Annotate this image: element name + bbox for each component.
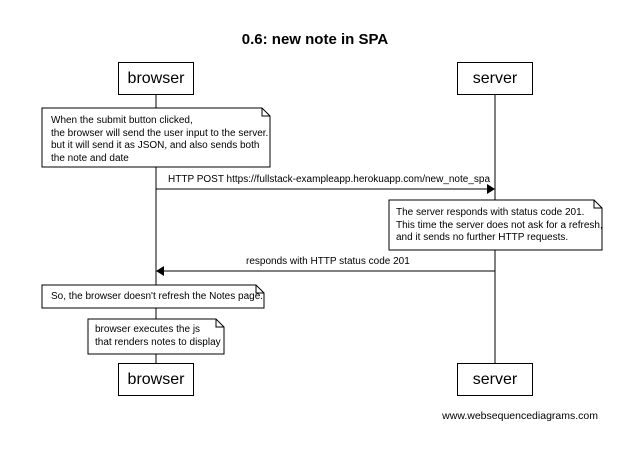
note-box-2 — [388, 199, 603, 251]
note-browser-no-refresh: So, the browser doesn't refresh the Note… — [51, 291, 263, 304]
note-line: the note and date — [51, 152, 129, 164]
note-line: When the submit button clicked, — [51, 115, 193, 126]
note-browser-submit: When the submit button clicked, the brow… — [51, 115, 268, 165]
diagram-title: 0.6: new note in SPA — [241, 31, 389, 48]
participant-browser-bottom: browser — [118, 363, 194, 396]
note-line: the browser will send the user input to … — [51, 127, 269, 139]
note-fold-1 — [261, 108, 270, 117]
note-fold-2 — [593, 200, 602, 209]
note-fold-4 — [215, 319, 224, 328]
note-browser-executes-js: browser executes the js that renders not… — [95, 324, 221, 349]
note-line: This time the server does not ask for a … — [396, 219, 603, 231]
note-fold-3 — [255, 285, 264, 294]
note-line: and it sends no further HTTP requests. — [396, 232, 569, 243]
note-box-3 — [41, 284, 265, 309]
message-label-http-post: HTTP POST https://fullstack-exampleapp.h… — [168, 174, 491, 185]
note-line: browser executes the js — [95, 324, 201, 335]
message-arrowhead-1 — [487, 184, 495, 194]
message-label-status-201: responds with HTTP status code 201 — [246, 256, 410, 267]
note-line: So, the browser doesn't refresh the Note… — [51, 291, 264, 302]
message-arrowhead-2 — [156, 266, 164, 276]
note-line: but it will send it as JSON, and also se… — [51, 140, 260, 151]
participant-server-top: server — [457, 62, 533, 95]
note-box-4 — [87, 318, 225, 355]
participant-browser-top: browser — [118, 62, 194, 95]
note-server-response: The server responds with status code 201… — [396, 207, 603, 245]
participant-server-bottom: server — [457, 363, 533, 396]
note-box-1 — [41, 107, 271, 168]
note-line: that renders notes to display — [95, 336, 221, 348]
footer-watermark: www.websequencediagrams.com — [442, 410, 598, 422]
note-line: The server responds with status code 201… — [396, 207, 585, 218]
